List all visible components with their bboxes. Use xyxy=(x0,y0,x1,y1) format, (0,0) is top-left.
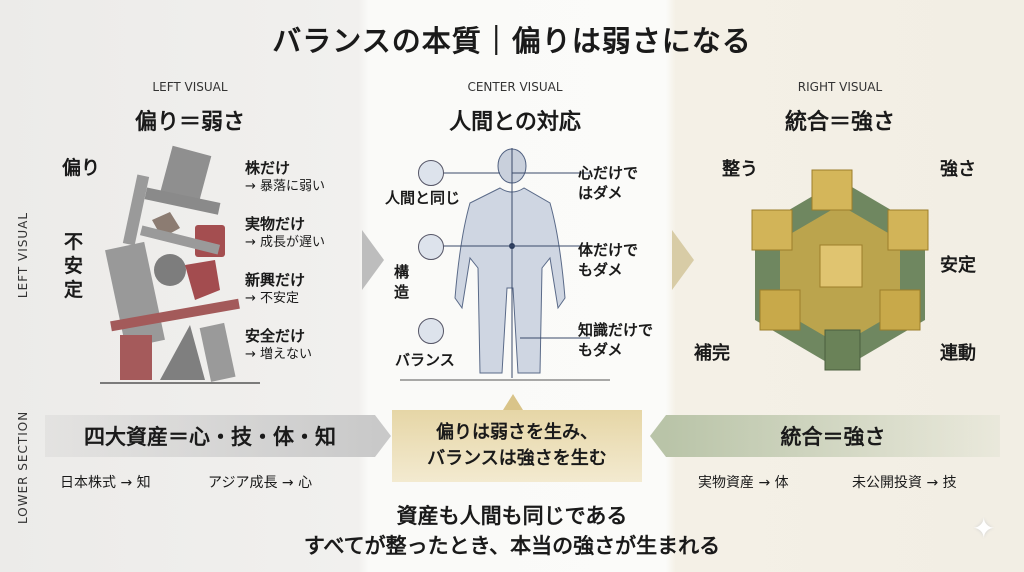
left-item-real-assets: 実物だけ → 成長が遅い xyxy=(245,214,325,252)
arrow-up-icon xyxy=(503,394,523,410)
structure-label: 構造 xyxy=(394,263,410,301)
real-assets-mapping: 実物資産 → 体 xyxy=(698,475,789,491)
strength-label: 強さ xyxy=(940,159,976,180)
stability-label: 安定 xyxy=(940,255,976,276)
chevron-right-icon xyxy=(672,230,694,290)
japan-stocks-mapping: 日本株式 → 知 xyxy=(60,475,151,491)
brain-icon xyxy=(418,318,444,344)
stacked-blocks xyxy=(100,145,260,384)
left-visual-side-label: LEFT VISUAL xyxy=(16,211,30,299)
linkage-label: 連動 xyxy=(940,343,976,364)
center-conclusion-box: 偏りは弱さを生み、 バランスは強さを生む xyxy=(392,410,642,482)
center-section-label: CENTER VISUAL xyxy=(467,80,563,94)
right-section-label: RIGHT VISUAL xyxy=(797,80,883,94)
asia-growth-mapping: アジア成長 → 心 xyxy=(208,475,313,491)
chevron-right-icon xyxy=(362,230,384,290)
item-line: 体だけで xyxy=(578,241,639,259)
four-assets-band: 四大資産＝心・技・体・知 xyxy=(45,415,375,457)
item-sub: → 暴落に弱い xyxy=(245,179,326,194)
item-line: 心だけで xyxy=(578,164,639,182)
center-item-mind: 心だけではダメ xyxy=(578,163,638,203)
body-icon xyxy=(418,234,444,260)
item-sub: → 増えない xyxy=(245,347,313,362)
integrated-cube-illustration xyxy=(751,169,929,371)
item-title: 新興だけ xyxy=(245,271,306,289)
private-investment-mapping: 未公開投資 → 技 xyxy=(852,475,957,491)
align-label: 整う xyxy=(722,159,758,180)
head-icon xyxy=(418,160,444,186)
arrow-right-icon xyxy=(375,415,391,457)
sparkle-icon: ✦ xyxy=(972,512,996,545)
item-line: はダメ xyxy=(578,184,623,202)
item-title: 実物だけ xyxy=(245,215,306,233)
item-sub: → 成長が遅い xyxy=(245,235,326,250)
bias-tag: 偏り xyxy=(62,157,101,179)
right-heading: 統合＝強さ xyxy=(784,110,895,135)
center-item-knowledge: 知識だけでもダメ xyxy=(578,320,653,360)
balance-label: バランス xyxy=(395,351,455,369)
center-heading: 人間との対応 xyxy=(449,110,581,135)
human-figure xyxy=(400,148,610,381)
complement-label: 補完 xyxy=(694,343,730,364)
left-section-label: LEFT VISUAL xyxy=(152,80,228,94)
center-item-body: 体だけでもダメ xyxy=(578,240,638,280)
item-sub: → 不安定 xyxy=(245,291,300,306)
human-figure-illustration xyxy=(400,148,610,381)
cube-lattice xyxy=(751,169,929,371)
left-item-stocks: 株だけ → 暴落に弱い xyxy=(245,158,325,196)
unbalanced-stack-illustration xyxy=(100,145,260,384)
unstable-tag: 不安定 xyxy=(64,231,84,301)
item-line: もダメ xyxy=(578,341,623,359)
conclusion-line: 偏りは弱さを生み、 xyxy=(436,422,598,443)
message-line-2: すべてが整ったとき、本当の強さが生まれる xyxy=(303,534,721,558)
integration-band: 統合＝強さ xyxy=(666,415,1000,457)
left-heading: 偏り＝弱さ xyxy=(134,110,245,135)
left-item-emerging: 新興だけ → 不安定 xyxy=(245,270,305,308)
item-line: 知識だけで xyxy=(578,321,654,339)
item-line: もダメ xyxy=(578,261,623,279)
item-title: 安全だけ xyxy=(245,327,306,345)
left-item-safe: 安全だけ → 増えない xyxy=(245,326,312,364)
page-title: バランスの本質｜偏りは弱さになる xyxy=(272,24,752,58)
item-title: 株だけ xyxy=(245,159,291,177)
message-line-1: 資産も人間も同じである xyxy=(396,504,628,528)
arrow-left-icon xyxy=(650,415,666,457)
conclusion-line: バランスは強さを生む xyxy=(427,448,607,469)
same-as-human-label: 人間と同じ xyxy=(385,189,461,207)
